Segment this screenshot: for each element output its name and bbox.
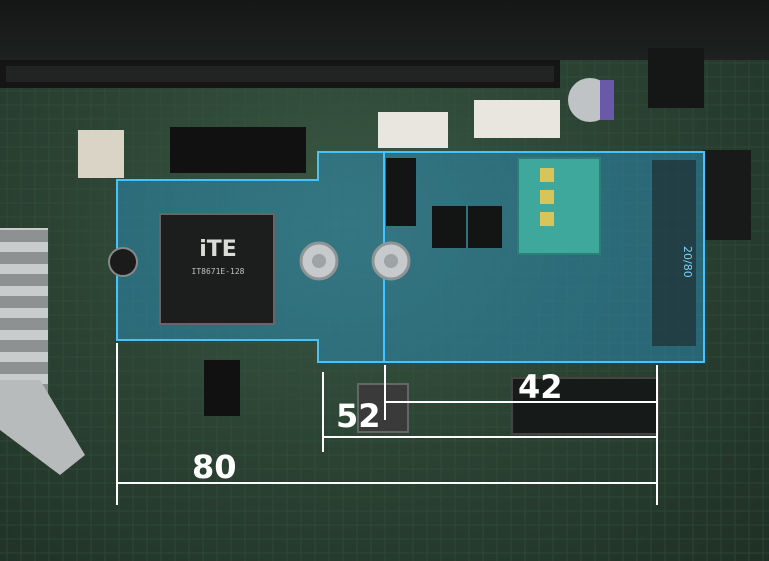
dim-42-label: 42: [518, 368, 563, 406]
slot-label: 20/80: [681, 246, 694, 278]
pci-slot-inner: [6, 66, 554, 82]
m2-slot-horizontal: [511, 377, 659, 435]
pin-headers: [78, 100, 751, 416]
inductor: [357, 383, 409, 433]
sim-holder: [517, 157, 601, 255]
dimension-lines: [116, 343, 658, 505]
svg-text:IT8671E-128: IT8671E-128: [192, 267, 245, 276]
top-right-chip: [648, 48, 704, 108]
heatsink: [0, 228, 85, 475]
screw: [108, 247, 138, 277]
dim-80-label: 80: [192, 448, 237, 486]
svg-text:iTE: iTE: [199, 237, 237, 262]
module-ics: [386, 158, 502, 248]
capacitor: [568, 78, 614, 122]
dim-52-label: 52: [336, 397, 381, 435]
top-shadow: [0, 0, 769, 60]
ite-chip: iTE IT8671E-128: [159, 213, 275, 325]
m2-slot-vertical: [652, 160, 696, 346]
standoffs: [299, 241, 411, 281]
